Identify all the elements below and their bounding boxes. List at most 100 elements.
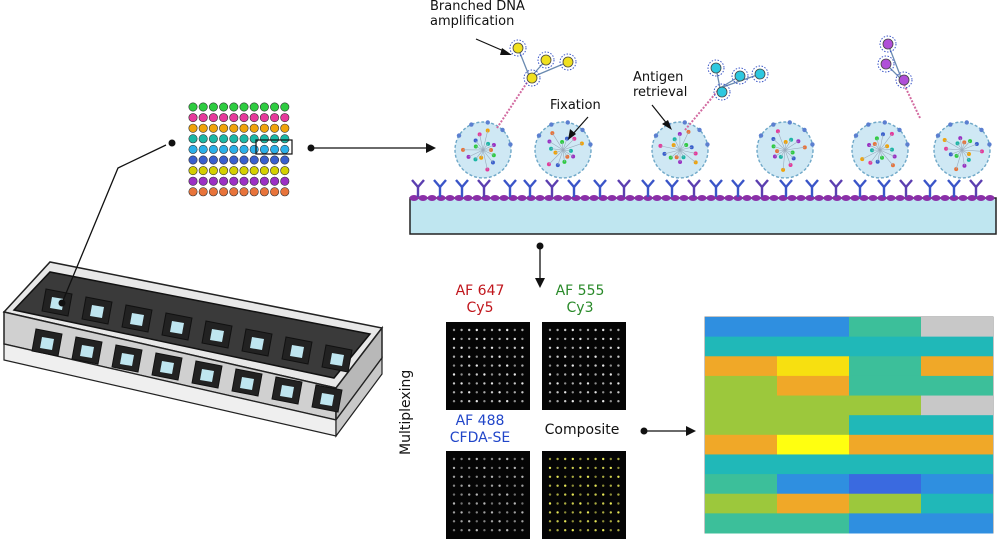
multiplexing-label: Multiplexing	[398, 369, 414, 455]
fluor-spot	[506, 466, 509, 470]
fluor-spot	[498, 382, 501, 385]
fluor-spot	[617, 502, 620, 505]
antibody	[923, 179, 937, 197]
surface-bead	[625, 195, 635, 201]
surface-bead	[697, 195, 707, 201]
panel-af555	[542, 322, 626, 410]
array-spot	[249, 144, 259, 154]
fluor-spot	[556, 484, 559, 487]
surface-bead	[859, 195, 869, 201]
fluor-spot	[490, 529, 494, 532]
array-spot	[198, 102, 208, 112]
fluor-spot	[498, 466, 501, 470]
slide-well-spot	[290, 345, 304, 358]
slide-well-spot	[280, 385, 294, 398]
fluor-spot	[513, 493, 516, 496]
fluor-spot	[617, 511, 620, 514]
fluor-spot	[594, 373, 597, 376]
fluor-spot	[594, 346, 597, 349]
fluor-spot	[602, 400, 605, 403]
heatmap-cell	[849, 454, 921, 475]
fluor-spot	[521, 520, 524, 523]
fluor-spot	[556, 382, 559, 385]
bdna-tree	[684, 59, 769, 131]
surface-bead	[967, 195, 977, 201]
array-spot	[208, 144, 218, 154]
cell	[851, 120, 910, 179]
array-spot	[239, 102, 249, 112]
fluor-spot	[513, 520, 516, 523]
slide-well-spot	[120, 353, 134, 366]
fluor-spot	[498, 346, 501, 349]
fluor-spot	[609, 364, 612, 367]
antibody	[477, 179, 491, 197]
surface-bead	[814, 195, 824, 201]
fluor-spot	[586, 391, 590, 394]
fluor-spot	[602, 466, 605, 470]
fluor-spot	[521, 466, 524, 470]
array-spot	[280, 166, 290, 176]
fluor-spot	[564, 337, 567, 341]
fluor-spot	[521, 457, 524, 461]
fluor-spot	[483, 328, 486, 332]
array-spot	[259, 155, 269, 165]
array-spot	[219, 166, 229, 176]
array-spot	[208, 176, 218, 186]
fluor-spot	[475, 364, 478, 367]
array-spot	[270, 144, 280, 154]
fluor-spot	[506, 373, 509, 376]
heatmap-cell	[777, 356, 849, 377]
antibody	[709, 179, 723, 197]
array-spot	[188, 123, 198, 133]
surface-bead	[589, 195, 599, 201]
array-spot	[188, 113, 198, 123]
array-spot	[208, 113, 218, 123]
fluor-spot	[617, 337, 620, 341]
fluor-spot	[521, 511, 524, 514]
fluor-spot	[490, 346, 494, 349]
array-spot	[208, 166, 218, 176]
surface-bead	[562, 195, 572, 201]
fluor-spot	[548, 511, 552, 514]
fluor-spot	[617, 529, 620, 532]
slide-wells	[31, 288, 353, 413]
array-spot	[219, 155, 229, 165]
fluor-spot	[594, 511, 597, 514]
fluor-spot	[564, 502, 567, 505]
surface-bead	[724, 195, 734, 201]
fluor-spot	[483, 475, 486, 478]
slide-well-spot	[170, 321, 184, 334]
fluor-spot	[571, 466, 574, 470]
fluor-spot	[564, 382, 567, 385]
surface-bead	[490, 195, 500, 201]
fluor-spot	[468, 328, 471, 332]
antibody	[829, 179, 843, 197]
array-spot	[219, 102, 229, 112]
fluor-spot	[609, 328, 612, 332]
fluor-spot	[483, 484, 486, 487]
fluor-spot	[483, 391, 486, 394]
fluor-spot	[564, 466, 567, 470]
array-spot	[219, 144, 229, 154]
fluor-spot	[579, 382, 582, 385]
fluor-spot	[571, 373, 574, 376]
surface-bead	[652, 195, 662, 201]
fluor-spot	[564, 493, 567, 496]
array-spot	[239, 187, 249, 197]
fluor-spot	[579, 364, 582, 367]
fluor-spot	[579, 400, 582, 403]
array-spot	[280, 144, 290, 154]
fluor-spot	[483, 373, 486, 376]
fluor-spot	[548, 346, 552, 349]
fluor-spot	[564, 328, 567, 332]
fluor-spot	[586, 529, 590, 532]
arrow-array-to-surface	[307, 143, 436, 153]
fluor-spot	[548, 382, 552, 385]
array-spot	[188, 176, 198, 186]
fluor-spot	[594, 502, 597, 505]
fluor-spot	[548, 529, 552, 532]
fluor-spot	[513, 484, 516, 487]
slide-well-spot	[330, 353, 344, 366]
fluor-spot	[506, 475, 509, 478]
